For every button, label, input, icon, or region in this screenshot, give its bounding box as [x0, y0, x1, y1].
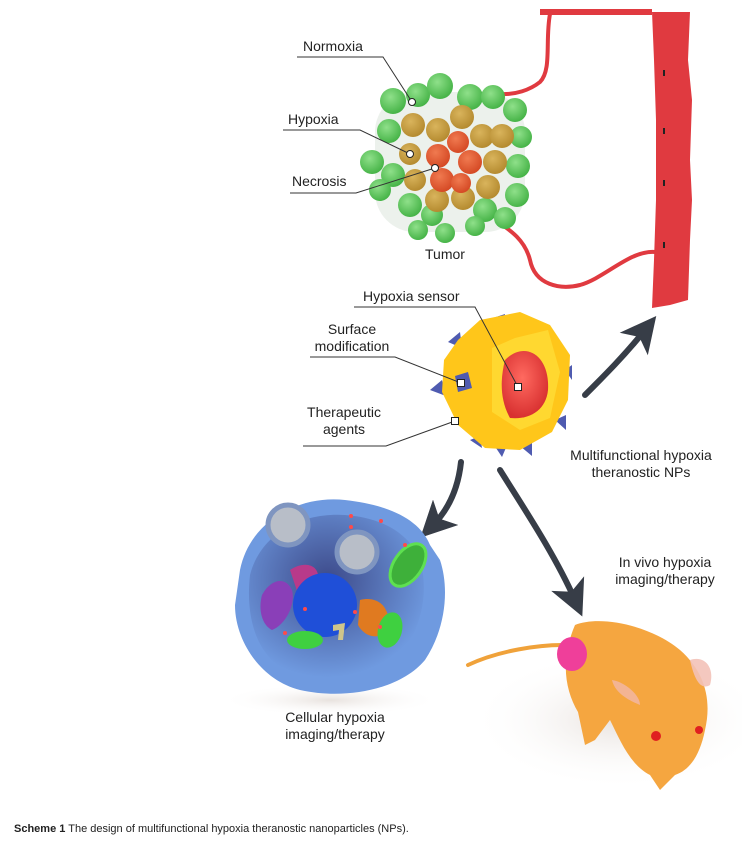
necrotic-cell	[426, 144, 450, 168]
label-multifunctional-nps: Multifunctional hypoxia theranostic NPs	[556, 447, 726, 481]
label-therapeutic-agents-line1: Therapeutic	[307, 404, 381, 420]
normoxic-cell	[465, 216, 485, 236]
label-surface-modification-line1: Surface	[327, 321, 377, 337]
mouse-illustration	[466, 621, 742, 790]
blood-vessel	[496, 9, 692, 308]
normoxic-cell	[369, 179, 391, 201]
hypoxic-cell	[425, 188, 449, 212]
caption-prefix: Scheme 1	[14, 823, 66, 835]
necrotic-cell	[458, 150, 482, 174]
arrow-to-vessel	[582, 315, 657, 398]
normoxic-cell	[505, 183, 529, 207]
hypoxic-cell	[476, 175, 500, 199]
tumor-leader-lines	[283, 56, 439, 194]
normoxic-cell	[473, 198, 497, 222]
nanoparticle	[430, 312, 572, 457]
normoxic-cell	[408, 220, 428, 240]
normoxic-cell	[435, 223, 455, 243]
normoxic-cell	[510, 126, 532, 148]
arrows	[420, 315, 657, 617]
caption-text: The design of multifunctional hypoxia th…	[68, 823, 409, 835]
cell-illustration	[220, 499, 445, 716]
necrotic-cell	[430, 168, 454, 192]
hypoxic-cell	[490, 124, 514, 148]
hypoxic-cell	[401, 113, 425, 137]
necrotic-cell	[451, 173, 471, 193]
label-cellular-line1: Cellular hypoxia	[285, 709, 385, 725]
label-hypoxia-sensor: Hypoxia sensor	[363, 288, 460, 304]
normoxic-cell	[377, 119, 401, 143]
hypoxic-cell	[483, 150, 507, 174]
normoxic-cell	[427, 73, 453, 99]
normoxic-cell	[398, 193, 422, 217]
label-in-vivo-hypoxia: In vivo hypoxia imaging/therapy	[605, 554, 725, 588]
np-leader-lines	[303, 306, 522, 447]
tumor-cluster	[360, 73, 532, 243]
normoxic-cell	[360, 150, 384, 174]
normoxic-cell	[494, 207, 516, 229]
label-surface-modification-line2: modification	[314, 338, 390, 354]
label-necrosis: Necrosis	[292, 173, 347, 189]
hypoxic-cell	[470, 124, 494, 148]
label-in-vivo-line1: In vivo hypoxia	[618, 554, 712, 570]
arrow-to-mouse	[497, 467, 585, 617]
label-therapeutic-agents: Therapeutic agents	[302, 404, 386, 438]
normoxic-cell	[506, 154, 530, 178]
label-in-vivo-line2: imaging/therapy	[615, 571, 715, 587]
normoxic-cell	[481, 85, 505, 109]
label-surface-modification: Surface modification	[310, 321, 394, 355]
normoxic-cell	[503, 98, 527, 122]
label-hypoxia: Hypoxia	[288, 111, 339, 127]
label-cellular-hypoxia: Cellular hypoxia imaging/therapy	[270, 709, 400, 743]
label-therapeutic-agents-line2: agents	[322, 421, 366, 437]
label-normoxia: Normoxia	[303, 38, 363, 54]
arrow-to-cell	[420, 459, 464, 538]
label-nps-line2: theranostic NPs	[591, 464, 691, 480]
hypoxic-cell	[426, 118, 450, 142]
necrotic-cell	[447, 131, 469, 153]
label-tumor: Tumor	[425, 246, 465, 262]
hypoxic-cell	[404, 169, 426, 191]
figure-caption: Scheme 1 The design of multifunctional h…	[14, 823, 409, 835]
normoxic-cell	[380, 88, 406, 114]
normoxic-cell	[381, 163, 405, 187]
label-cellular-line2: imaging/therapy	[285, 726, 385, 742]
hypoxic-cell	[450, 105, 474, 129]
label-nps-line1: Multifunctional hypoxia	[570, 447, 712, 463]
normoxic-cell	[457, 84, 483, 110]
